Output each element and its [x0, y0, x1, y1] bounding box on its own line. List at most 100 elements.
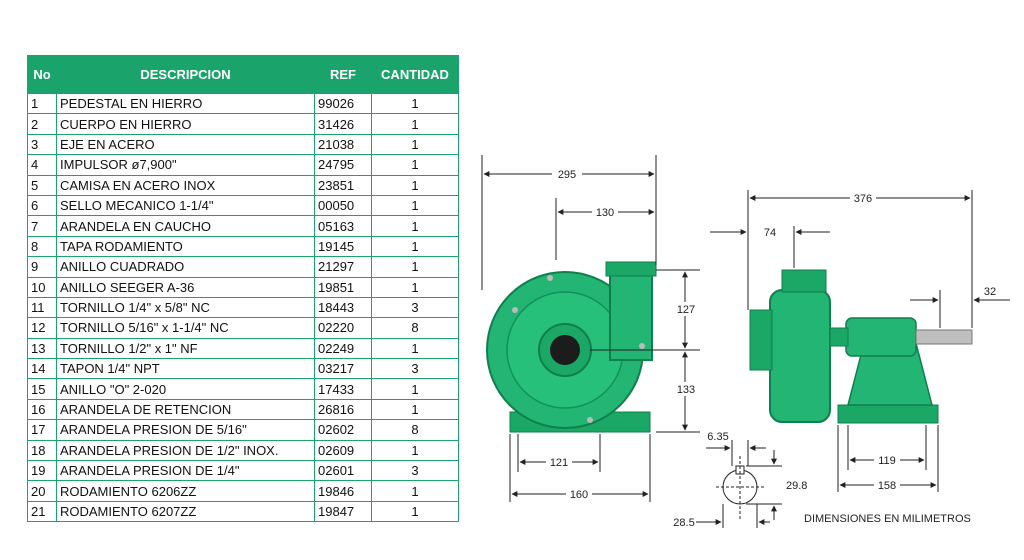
cell-no: 18	[27, 439, 57, 462]
dim-376: 376	[854, 193, 872, 205]
front-bolt-4	[639, 343, 645, 349]
cell-ref: 19851	[314, 276, 372, 298]
cell-ref: 17433	[314, 378, 372, 400]
side-bearing-housing	[845, 317, 917, 357]
cell-description: PEDESTAL EN HIERRO	[56, 92, 315, 115]
cell-ref: 05163	[314, 215, 372, 237]
cell-no: 10	[27, 276, 57, 298]
dim-28-5: 28.5	[673, 517, 694, 529]
cell-qty: 1	[371, 194, 459, 217]
cell-qty: 3	[371, 296, 459, 319]
cell-description: TAPA RODAMIENTO	[56, 235, 315, 258]
cell-qty: 1	[371, 235, 459, 258]
cell-no: 2	[27, 113, 57, 135]
cell-qty: 1	[371, 256, 459, 278]
table-header-row: No DESCRIPCION REF CANTIDAD	[27, 55, 459, 94]
cell-ref: 18443	[314, 296, 372, 319]
pump-front-view	[486, 261, 657, 433]
cell-ref: 21038	[314, 133, 372, 156]
cell-qty: 1	[371, 378, 459, 400]
cell-description: ARANDELA EN CAUCHO	[56, 215, 315, 237]
pump-side-view	[749, 269, 973, 424]
shaft-key-detail	[696, 440, 782, 528]
dim-130: 130	[596, 207, 614, 219]
cell-description: TORNILLO 5/16" x 1-1/4" NC	[56, 317, 315, 339]
cell-ref: 19145	[314, 235, 372, 258]
side-coupling	[829, 327, 849, 347]
dim-32: 32	[984, 286, 996, 298]
cell-description: ANILLO CUADRADO	[56, 256, 315, 278]
cell-description: SELLO MECANICO 1-1/4"	[56, 194, 315, 217]
cell-ref: 26816	[314, 398, 372, 421]
cell-qty: 1	[371, 174, 459, 196]
front-outlet-neck	[609, 267, 653, 361]
header-description: DESCRIPCION	[56, 55, 315, 94]
cell-no: 4	[27, 154, 57, 176]
cell-description: RODAMIENTO 6206ZZ	[56, 480, 315, 502]
front-outlet-flange	[605, 261, 657, 277]
side-volute	[769, 289, 831, 423]
cell-no: 15	[27, 378, 57, 400]
cell-no: 6	[27, 194, 57, 217]
cell-no: 8	[27, 235, 57, 258]
side-outlet	[781, 269, 827, 293]
cell-description: EJE EN ACERO	[56, 133, 315, 156]
cell-qty: 1	[371, 337, 459, 360]
dim-158: 158	[878, 480, 896, 492]
cell-no: 12	[27, 317, 57, 339]
dim-119: 119	[878, 455, 896, 467]
cell-qty: 8	[371, 317, 459, 339]
cell-ref: 02601	[314, 460, 372, 482]
side-pedestal-base	[837, 404, 939, 424]
cell-no: 7	[27, 215, 57, 237]
front-bolt-1	[512, 307, 518, 313]
cell-qty: 1	[371, 276, 459, 298]
cell-ref: 03217	[314, 358, 372, 380]
cell-no: 13	[27, 337, 57, 360]
dim-121: 121	[550, 457, 568, 469]
cell-description: TORNILLO 1/4" x 5/8" NC	[56, 296, 315, 319]
cell-ref: 02220	[314, 317, 372, 339]
cell-no: 17	[27, 419, 57, 441]
cell-no: 9	[27, 256, 57, 278]
cell-description: TORNILLO 1/2" x 1" NF	[56, 337, 315, 360]
cell-ref: 00050	[314, 194, 372, 217]
cell-description: CAMISA EN ACERO INOX	[56, 174, 315, 196]
dim-74: 74	[764, 227, 776, 239]
dim-29-8: 29.8	[786, 480, 807, 492]
cell-no: 1	[27, 92, 57, 115]
cell-ref: 23851	[314, 174, 372, 196]
cell-description: CUERPO EN HIERRO	[56, 113, 315, 135]
cell-qty: 1	[371, 133, 459, 156]
dim-133: 133	[677, 384, 695, 396]
dim-160: 160	[570, 489, 588, 501]
cell-qty: 3	[371, 358, 459, 380]
cell-no: 20	[27, 480, 57, 502]
cell-no: 21	[27, 500, 57, 523]
cell-qty: 1	[371, 92, 459, 115]
dim-6-35: 6.35	[707, 431, 728, 443]
cell-description: IMPULSOR ø7,900"	[56, 154, 315, 176]
dim-127: 127	[677, 304, 695, 316]
cell-ref: 99026	[314, 92, 372, 115]
cell-no: 5	[27, 174, 57, 196]
dimensions-caption: DIMENSIONES EN MILIMETROS	[804, 513, 971, 525]
cell-qty: 1	[371, 480, 459, 502]
front-bolt-2	[547, 275, 553, 281]
